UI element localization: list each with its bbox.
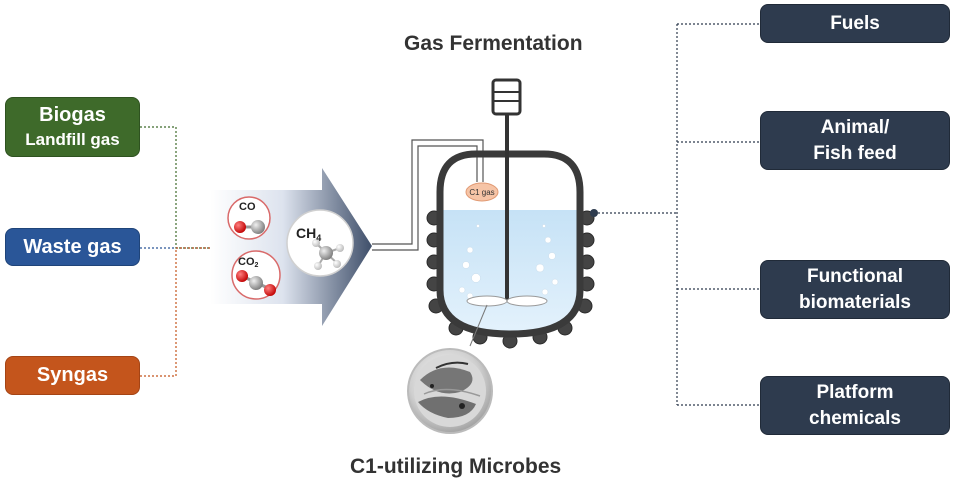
output-platform-chemicals: Platform chemicals [760,376,950,435]
biogas-connector [140,126,210,249]
microbes-magnifier [407,304,493,434]
output-connectors [598,23,760,406]
source-syngas-label: Syngas [36,364,109,386]
co-molecule [227,196,271,240]
source-biogas-line1: Biogas [39,104,106,127]
output-fuels: Fuels [760,4,950,43]
output-feed-line1: Animal/ [820,116,890,138]
output-chemicals-line1: Platform [816,381,894,403]
co2-label: CO2 [238,256,259,269]
diagram-title: Gas Fermentation [404,32,583,55]
co2-molecule [231,250,281,300]
output-fuels-label: Fuels [830,12,880,34]
output-feed-line2: Fish feed [813,142,897,164]
source-biogas: Biogas Landfill gas [5,97,140,157]
output-biomaterials-line2: biomaterials [799,291,911,313]
source-waste-gas: Waste gas [5,228,140,266]
source-connectors [140,126,210,377]
bioreactor [426,78,598,349]
co-label: CO [239,201,256,213]
source-syngas: Syngas [5,356,140,395]
syngas-connector [140,247,210,377]
source-waste-gas-label: Waste gas [23,235,122,258]
source-biogas-line2: Landfill gas [25,130,120,150]
headspace-gas-label: C1 gas [469,188,494,197]
output-functional-biomaterials: Functional biomaterials [760,260,950,319]
diagram-subtitle: C1-utilizing Microbes [350,455,562,478]
output-chemicals-line2: chemicals [809,407,901,429]
ch4-label: CH4 [296,225,321,243]
output-biomaterials-line1: Functional [806,265,904,287]
ch4-molecule [286,209,354,277]
output-animal-fish-feed: Animal/ Fish feed [760,111,950,170]
